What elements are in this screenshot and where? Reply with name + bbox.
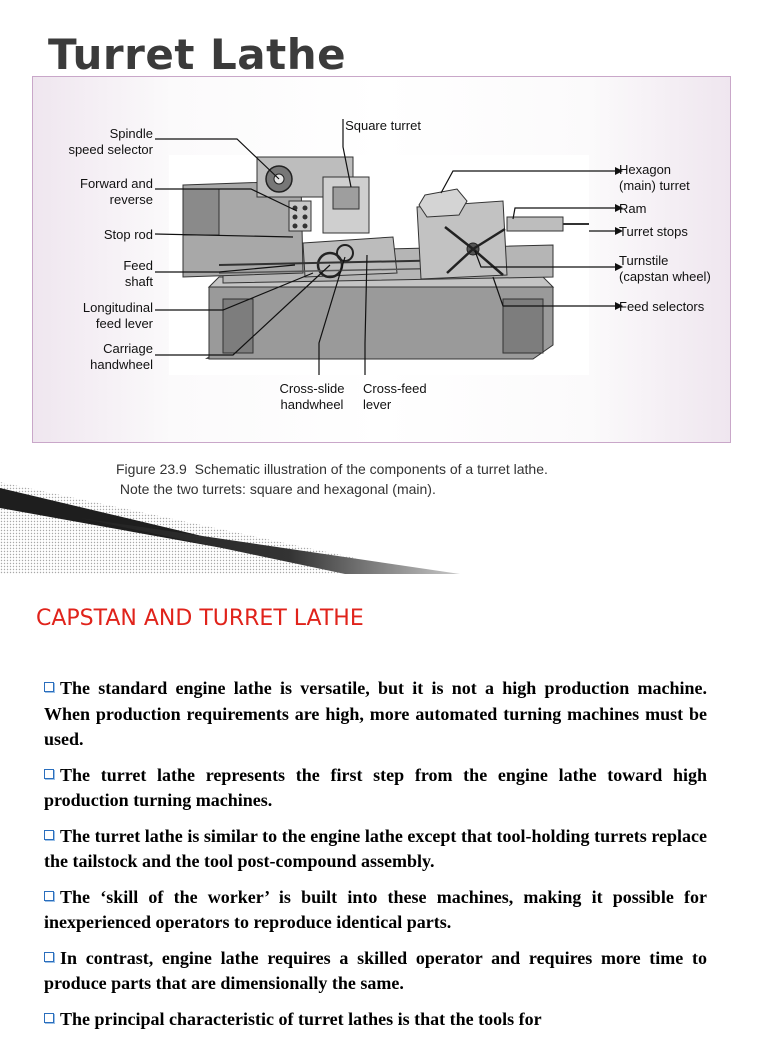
page-title: Turret Lathe: [48, 30, 347, 79]
leader-lines: [154, 119, 615, 375]
label-spindle-line1: Spindle: [110, 126, 153, 141]
checkbox-bullet-icon: [44, 829, 54, 840]
leader-arrows: [615, 167, 623, 310]
label-stop-rod: Stop rod: [104, 227, 153, 242]
label-carriage-line1: Carriage: [103, 341, 153, 356]
label-carriage-line2: handwheel: [90, 357, 153, 372]
control-panel: [288, 200, 312, 232]
caption-line-2: Note the two turrets: square and hexagon…: [116, 481, 436, 497]
cross-slide-handwheel: [336, 244, 354, 262]
label-turnstile-line1: Turnstile: [619, 253, 668, 268]
carriage: [302, 236, 398, 278]
checkbox-bullet-icon: [44, 682, 54, 692]
label-feed-selectors: Feed selectors: [619, 299, 705, 314]
label-feed-line2: shaft: [125, 274, 154, 289]
label-longitudinal-line2: feed lever: [96, 316, 154, 331]
checkbox-bullet-icon: [44, 768, 54, 779]
label-longitudinal-line1: Longitudinal: [83, 300, 153, 315]
label-cross-feed-line1: Cross-feed: [363, 381, 427, 396]
section-title: CAPSTAN AND TURRET LATHE: [36, 606, 364, 631]
ram: [506, 216, 564, 232]
bullet-list: The standard engine lathe is versatile, …: [44, 676, 707, 1042]
label-hexagon-line1: Hexagon: [619, 162, 671, 177]
label-turnstile-line2: (capstan wheel): [619, 269, 711, 284]
list-item: The principal characteristic of turret l…: [44, 1007, 707, 1033]
figure-caption: Figure 23.9 Schematic illustration of th…: [116, 459, 716, 499]
label-ram: Ram: [619, 201, 646, 216]
base-leg-left: [222, 298, 254, 354]
label-feed-line1: Feed: [123, 258, 153, 273]
label-turret-stops: Turret stops: [619, 224, 688, 239]
lathe-diagram: Spindle speed selector Forward and rever…: [68, 118, 711, 412]
lathe-figure: Spindle speed selector Forward and rever…: [32, 76, 731, 443]
hexagon-turret: [418, 188, 468, 218]
label-cross-slide-line1: Cross-slide: [279, 381, 344, 396]
list-item: The standard engine lathe is versatile, …: [44, 678, 707, 749]
list-item: The ‘skill of the worker’ is built into …: [44, 886, 707, 932]
decorative-divider: [0, 478, 768, 578]
label-cross-feed-line2: lever: [363, 397, 392, 412]
base-leg-right: [502, 298, 544, 354]
label-spindle-line2: speed selector: [68, 142, 153, 157]
motor-housing: [182, 188, 220, 236]
label-cross-slide-line2: handwheel: [281, 397, 344, 412]
checkbox-bullet-icon: [44, 1012, 54, 1023]
list-item: In contrast, engine lathe requires a ski…: [44, 947, 707, 993]
divider-hatch: [0, 482, 430, 574]
caption-line-1: Figure 23.9 Schematic illustration of th…: [116, 461, 548, 477]
list-item: The turret lathe represents the first st…: [44, 764, 707, 810]
checkbox-bullet-icon: [44, 890, 54, 901]
checkbox-bullet-icon: [44, 951, 54, 962]
label-forward-line1: Forward and: [80, 176, 153, 191]
list-item: The turret lathe is similar to the engin…: [44, 825, 707, 871]
divider-swoosh: [80, 518, 460, 574]
label-square-turret: Square turret: [345, 118, 421, 133]
machine-base: [208, 286, 554, 360]
label-hexagon-line2: (main) turret: [619, 178, 690, 193]
label-forward-line2: reverse: [110, 192, 153, 207]
